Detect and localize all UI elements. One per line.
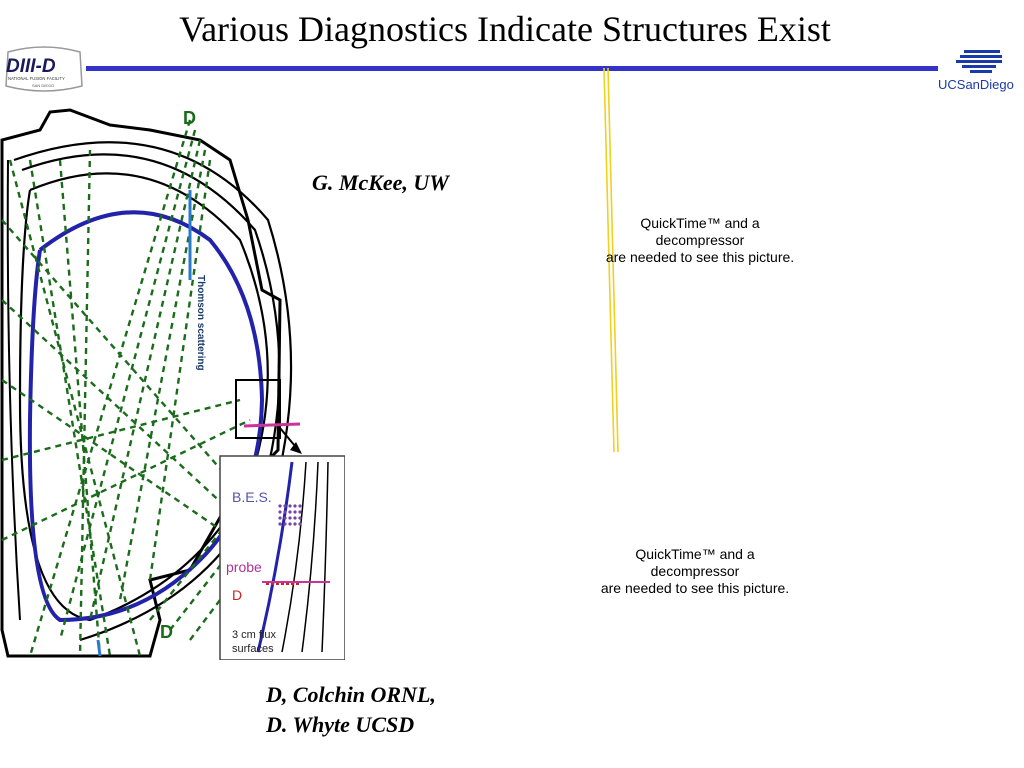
diii-d-logo-subtext: NATIONAL FUSION FACILITY (8, 76, 65, 81)
qt-top-line1: QuickTime™ and a (640, 215, 760, 231)
zoom-arrow-head (290, 442, 302, 454)
diii-d-logo-text: DIII-D (6, 56, 56, 77)
qt-bottom-line2: decompressor (650, 563, 740, 579)
ucsd-logo: UCSanDiego (938, 50, 1014, 92)
qt-bottom-line3: are needed to see this picture. (600, 580, 790, 596)
credit-whyte: D. Whyte UCSD (266, 712, 415, 737)
qt-top-line2: decompressor (655, 232, 745, 248)
inset-label-bes: B.E.S. (232, 489, 272, 505)
zoom-box (235, 379, 281, 439)
bes-channel-dots (278, 504, 302, 526)
diii-d-logo-tag: SAN DIEGO (32, 83, 54, 88)
diii-d-logo: DIII-D NATIONAL FUSION FACILITY SAN DIEG… (5, 46, 83, 92)
label-d-bottom: D (160, 622, 173, 642)
label-thomson: Thomson scattering (195, 275, 206, 371)
diagnostic-chords (1, 119, 251, 657)
inner-wall (6, 159, 21, 621)
separatrix (27, 210, 265, 623)
inset-label-flux-2: surfaces (232, 643, 274, 655)
ucsd-trident-icon (956, 50, 1002, 73)
title-rule (86, 66, 938, 71)
probe-marker (243, 422, 301, 428)
inset-label-probe: probe (226, 559, 262, 575)
yellow-divider (603, 68, 619, 453)
ucsd-logo-text: UCSanDiego (938, 77, 1014, 92)
inset-panel: B.E.S. probe D 3 cm flux surfaces (219, 455, 345, 660)
label-d-top: D (183, 108, 196, 128)
credit-colchin: D, Colchin ORNL, (266, 682, 436, 707)
inset-label-flux-1: 3 cm flux (232, 629, 277, 641)
slide-title: Various Diagnostics Indicate Structures … (179, 9, 831, 49)
credit-mckee: G. McKee, UW (312, 170, 449, 195)
qt-bottom-line1: QuickTime™ and a (635, 546, 755, 562)
flux-surfaces (13, 141, 293, 642)
qt-top-line3: are needed to see this picture. (605, 249, 795, 265)
inset-label-d: D (232, 587, 242, 603)
quicktime-placeholder-top: QuickTime™ and a decompressor are needed… (585, 215, 815, 266)
tokamak-cross-section-figure: D Thomson scattering D B.E.S. probe D 3 … (0, 108, 345, 660)
quicktime-placeholder-bottom: QuickTime™ and a decompressor are needed… (580, 546, 810, 597)
vessel-wall (0, 108, 282, 658)
